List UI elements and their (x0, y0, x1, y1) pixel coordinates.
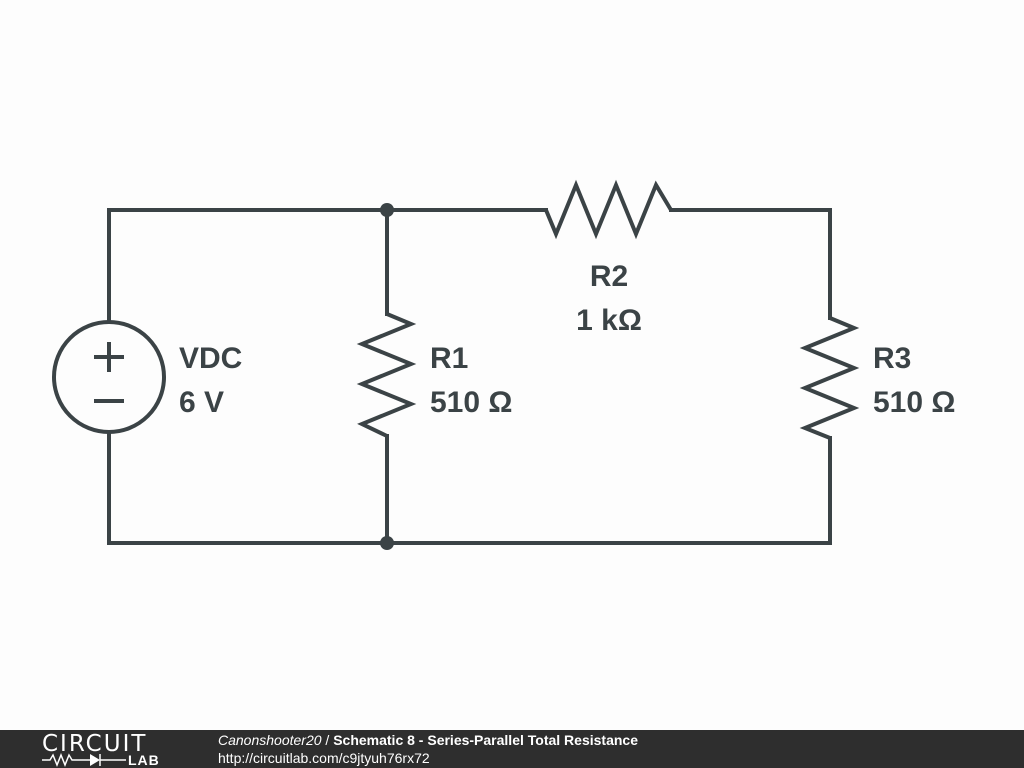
voltage-source-symbol (52, 320, 166, 434)
r3-name: R3 (873, 342, 912, 375)
r2-label: R2 1 kΩ (549, 255, 669, 343)
circuit-diagram (52, 179, 860, 550)
wire-top-left (107, 208, 389, 324)
junction-node-top (380, 203, 394, 217)
meta-line-title: Canonshooter20 / Schematic 8 - Series-Pa… (218, 731, 638, 749)
logo-wordmark-bottom: LAB (128, 752, 160, 768)
circuitlab-logo[interactable]: CIRCUIT LAB (42, 731, 174, 768)
resistor-r1-symbol (356, 312, 417, 438)
r1-value: 510 Ω (430, 386, 513, 419)
schematic-meta: Canonshooter20 / Schematic 8 - Series-Pa… (218, 731, 638, 767)
schematic-title: Schematic 8 - Series-Parallel Total Resi… (333, 732, 638, 748)
logo-resistor-diode-icon (42, 752, 126, 768)
resistor-r2-symbol (544, 179, 673, 240)
schematic-canvas: VDC 6 V R1 510 Ω R2 1 kΩ R3 510 Ω (52, 179, 956, 550)
r1-name: R1 (430, 342, 469, 375)
junction-node-bottom (380, 536, 394, 550)
meta-separator: / (321, 732, 334, 748)
r2-value: 1 kΩ (576, 304, 642, 337)
r3-label: R3 510 Ω (873, 337, 955, 425)
author-link[interactable]: Canonshooter20 (218, 732, 322, 748)
source-label: VDC 6 V (179, 337, 242, 425)
source-value: 6 V (179, 386, 225, 419)
schematic-url[interactable]: http://circuitlab.com/c9jtyuh76rx72 (218, 750, 430, 766)
wire-bottom-right (385, 436, 832, 545)
r3-value: 510 Ω (873, 386, 956, 419)
footer-bar: CIRCUIT LAB Canonshooter20 / Schematic 8… (0, 730, 1024, 768)
wire-bottom-left (107, 430, 389, 545)
source-name: VDC (179, 342, 243, 375)
resistor-r3-symbol (799, 316, 860, 440)
r2-name: R2 (589, 260, 629, 293)
logo-wordmark-top: CIRCUIT (42, 731, 148, 757)
wire-r2-to-r3 (669, 208, 832, 320)
r1-label: R1 510 Ω (430, 337, 512, 425)
